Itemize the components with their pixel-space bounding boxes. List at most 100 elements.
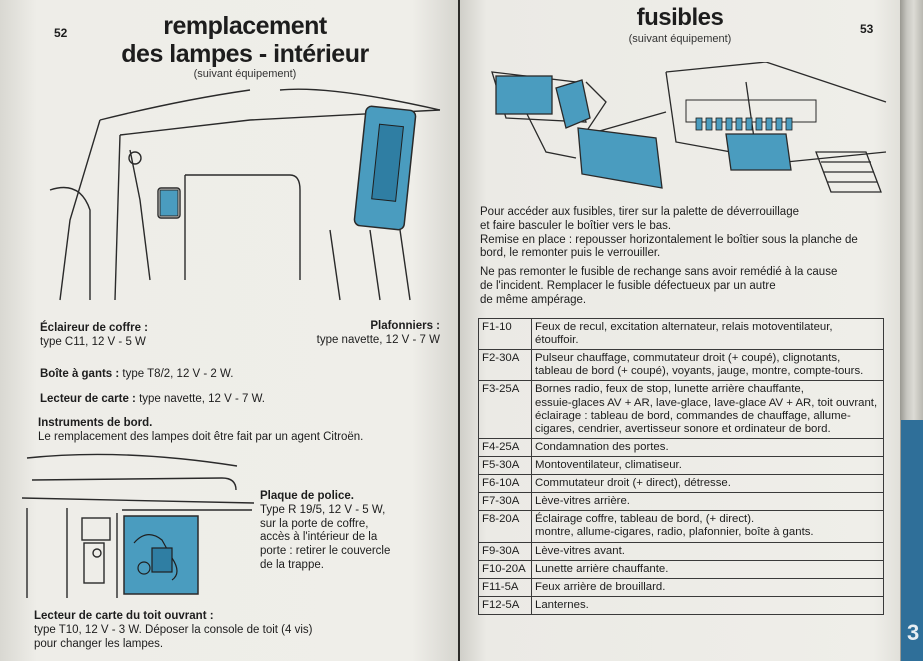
left-page: 52 remplacement des lampes - intérieur (… [0, 0, 458, 661]
fuse-description: Lunette arrière chauffante. [531, 559, 884, 579]
access-line-3: Remise en place : repousser horizontalem… [480, 233, 858, 246]
eclaireur-title: Éclaireur de coffre : [40, 322, 149, 334]
lecteur-carte-text: type navette, 12 V - 7 W. [135, 393, 265, 405]
fuse-code: F9-30A [478, 541, 532, 561]
fuse-description-line: cigares, cendrier, avertisseur sonore et… [535, 422, 831, 435]
plaque-line-5: de la trappe. [260, 558, 324, 571]
access-line-1: Pour accéder aux fusibles, tirer sur la … [480, 206, 799, 218]
lecteur-toit-line-2: pour changer les lampes. [34, 637, 164, 650]
boite-gants-text: type T8/2, 12 V - 2 W. [119, 368, 234, 380]
access-line-4: bord, le remonter puis le verrouiller. [480, 247, 661, 260]
fuse-description: Montoventilateur, climatiseur. [531, 455, 884, 476]
fuse-code: F1-10 [478, 317, 532, 351]
plaque-police-title: Plaque de police. [260, 490, 354, 502]
chapter-tab-number: 3 [907, 620, 920, 645]
fuse-code: F8-20A [478, 510, 532, 543]
eclaireur-block: Éclaireur de coffre : type C11, 12 V - 5… [40, 322, 148, 350]
fuse-description-line: Lève-vitres arrière. [535, 495, 630, 508]
fuse-description: Feux de recul, excitation alternateur, r… [531, 317, 884, 351]
boite-gants-block: Boîte à gants : type T8/2, 12 V - 2 W. [40, 368, 233, 382]
fuse-description-line: Commutateur droit (+ direct), détresse. [535, 477, 731, 490]
fuse-description: Condamnation des portes. [531, 437, 884, 457]
fuse-code: F3-25A [478, 380, 532, 439]
plaque-line-3: accès à l'intérieur de la [260, 531, 378, 544]
fuse-code: F12-5A [478, 595, 532, 615]
lecteur-carte-title: Lecteur de carte : [40, 393, 136, 405]
fuse-description: Éclairage coffre, tableau de bord, (+ di… [531, 510, 884, 543]
fusebox-illustration [491, 62, 887, 193]
page-number-right: 53 [860, 22, 874, 36]
fuse-description-line: Éclairage coffre, tableau de bord, (+ di… [535, 513, 755, 526]
fuse-description-line: montre, allume-cigares, radio, plafonnie… [535, 526, 814, 539]
plaque-line-2: sur la porte de coffre, [260, 517, 369, 530]
fuse-description: Bornes radio, feux de stop, lunette arri… [531, 380, 884, 439]
fuse-code: F2-30A [478, 349, 532, 382]
fuse-description-line: tableau de bord (+ coupé), voyants, jaug… [535, 365, 864, 378]
warning-line-3: de même ampérage. [480, 293, 587, 306]
fuse-description-line: Feux arrière de brouillard. [535, 580, 666, 593]
instruments-block: Instruments de bord. Le remplacement des… [38, 417, 363, 445]
page-title-line2: des lampes - intérieur [121, 40, 369, 68]
fuse-code: F7-30A [478, 492, 532, 512]
eclaireur-text: type C11, 12 V - 5 W [40, 335, 146, 348]
access-instructions: Pour accéder aux fusibles, tirer sur la … [480, 206, 858, 261]
fuse-description-line: Lève-vitres avant. [535, 544, 625, 557]
page-subtitle-right: (suivant équipement) [628, 33, 732, 45]
fuse-code: F6-10A [478, 474, 532, 494]
plaque-line-1: Type R 19/5, 12 V - 5 W, [260, 503, 386, 516]
licence-plate-lamp-illustration [22, 453, 254, 598]
fuse-description: Feux arrière de brouillard. [531, 577, 884, 597]
instruments-title: Instruments de bord. [38, 417, 153, 429]
plafonniers-block: Plafonniers : type navette, 12 V - 7 W [300, 320, 440, 348]
fuse-description-line: Condamnation des portes. [535, 440, 669, 453]
warning-line-2: de l'incident. Remplacer le fusible défe… [480, 279, 776, 292]
lecteur-toit-title: Lecteur de carte du toit ouvrant : [34, 610, 214, 622]
access-line-2: et faire basculer le boîtier vers le bas… [480, 219, 672, 232]
fuse-code: F4-25A [478, 437, 532, 457]
interior-lamps-illustration [49, 88, 441, 301]
lecteur-carte-block: Lecteur de carte : type navette, 12 V - … [40, 393, 265, 407]
page-number-left: 52 [54, 26, 68, 40]
fuse-description-line: Montoventilateur, climatiseur. [535, 458, 682, 471]
fuse-description-line: Pulseur chauffage, commutateur droit (+ … [535, 352, 841, 365]
fuse-description-line: Feux de recul, excitation alternateur, r… [535, 321, 833, 333]
lecteur-toit-block: Lecteur de carte du toit ouvrant : type … [34, 610, 312, 651]
fuse-description-line: essuie-glaces AV + AR, lave-glace, lave-… [535, 396, 878, 409]
fuse-description-line: éclairage : tableau de bord, commandes d… [535, 409, 851, 422]
fuse-description-line: étouffoir. [535, 334, 579, 347]
warning-paragraph: Ne pas remonter le fusible de rechange s… [480, 266, 837, 307]
fuse-description: Lanternes. [531, 595, 884, 615]
plafonniers-title: Plafonniers : [370, 320, 440, 332]
plaque-line-4: porte : retirer le couvercle [260, 545, 391, 558]
warning-line-1: Ne pas remonter le fusible de rechange s… [480, 266, 838, 278]
fuse-code: F10-20A [478, 559, 532, 579]
instruments-text: Le remplacement des lampes doit être fai… [38, 430, 364, 443]
page-title-right: fusibles [636, 4, 724, 31]
chapter-edge-tab: 3 [901, 420, 923, 661]
fuse-code: F5-30A [478, 455, 532, 476]
boite-gants-title: Boîte à gants : [40, 368, 120, 380]
plaque-police-block: Plaque de police. Type R 19/5, 12 V - 5 … [260, 490, 390, 573]
fuse-code: F11-5A [478, 577, 532, 597]
fuse-description-line: Lanternes. [535, 598, 589, 611]
fuse-description: Lève-vitres avant. [531, 541, 884, 561]
fuse-description: Pulseur chauffage, commutateur droit (+ … [531, 349, 884, 382]
page-subtitle-left: (suivant équipement) [193, 68, 297, 80]
page-title-line1: remplacement [163, 12, 327, 40]
lecteur-toit-line-1: type T10, 12 V - 3 W. Déposer la console… [34, 623, 313, 636]
plafonniers-text: type navette, 12 V - 7 W [316, 333, 440, 346]
fuse-description: Lève-vitres arrière. [531, 492, 884, 512]
fuse-description-line: Bornes radio, feux de stop, lunette arri… [535, 383, 804, 396]
fuse-description-line: Lunette arrière chauffante. [535, 562, 669, 575]
